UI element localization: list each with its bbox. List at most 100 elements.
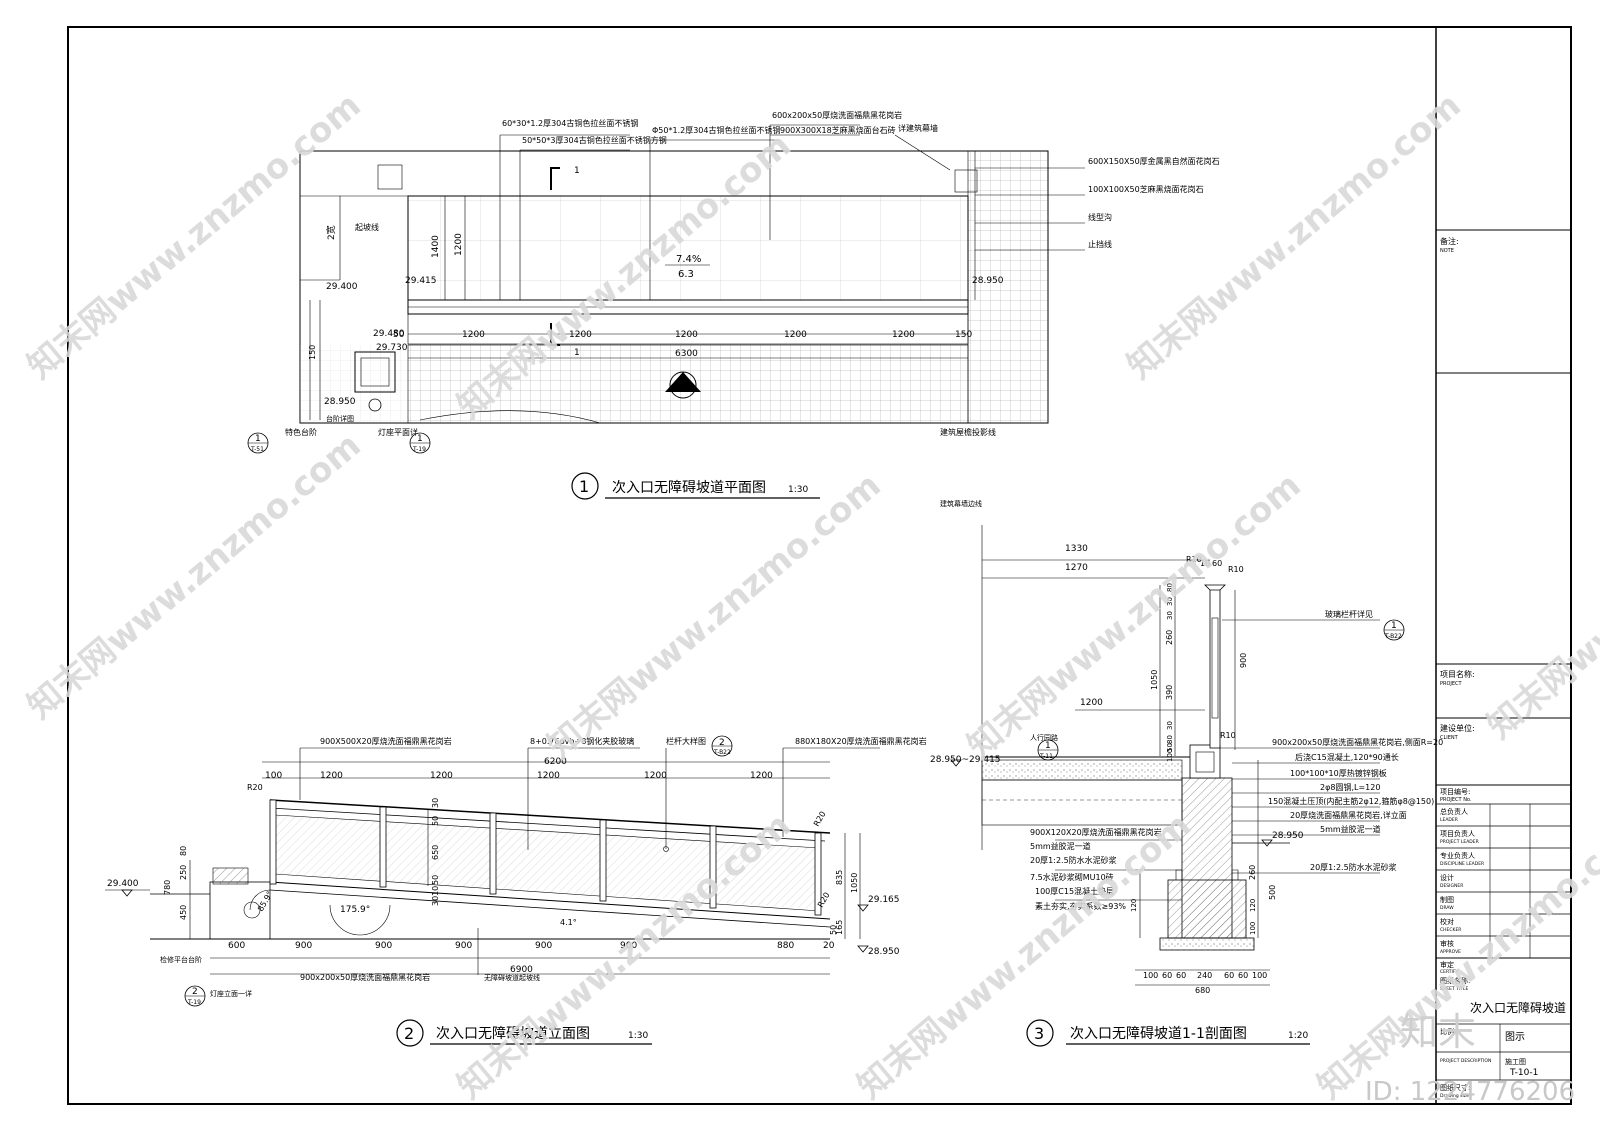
plan-callout-1: 50*50*3厚304古铜色拉丝面不锈钢方钢 xyxy=(522,135,667,145)
plan-text: 60*30*1.2厚304古铜色拉丝面不锈钢 50*50*3厚304古铜色拉丝面… xyxy=(285,110,1220,437)
elev-bottom-dim-4: 900 xyxy=(535,941,552,951)
section-vdim-6: 80 xyxy=(1166,735,1174,744)
plan-elev-0: 29.400 xyxy=(326,282,358,292)
plan-dim-1: 1200 xyxy=(569,330,592,340)
watermark-9: 知末网www.znzmo.com xyxy=(1480,445,1600,747)
tb-scale-label: 比例: xyxy=(1440,1027,1456,1036)
elev-total-bottom: 6900 xyxy=(510,965,533,975)
tb-size-label: 图纸尺寸: xyxy=(1440,1083,1470,1092)
section-callout-3: 100*100*10厚热镀锌钢板 xyxy=(1290,768,1387,778)
tb-drawing-no: T-10-1 xyxy=(1509,1068,1538,1078)
title-block-text: 备注: NOTE 项目名称: PROJECT 建设单位: CLIENT 项目编号… xyxy=(1440,236,1566,1099)
plan-ref-0-num: 1 xyxy=(255,434,261,444)
section-ref-sheet: T-B22 xyxy=(1384,633,1402,640)
tb-number-label: 项目编号: xyxy=(1440,787,1470,796)
elev-rail-ref-sheet: T-B22 xyxy=(713,749,731,756)
plan-view xyxy=(299,124,1085,424)
plan-title: 1 次入口无障碍坡道平面图 1:30 xyxy=(571,472,820,500)
plan-dim-10: 2宽 xyxy=(325,225,337,240)
elev-top-dim-4: 1200 xyxy=(644,771,667,781)
section-top-dim-4: 1200 xyxy=(1080,698,1103,708)
section-radius-1: R10 xyxy=(1228,565,1244,574)
plan-label-1: 特色台阶 xyxy=(285,427,317,437)
elev-angle-2: 4.1° xyxy=(560,918,577,927)
section-callout-6: 20厚烧洗面福鼎黑花岗岩,详立面 xyxy=(1290,810,1407,820)
tb-note-en: NOTE xyxy=(1440,248,1454,254)
section-bdim-3: 240 xyxy=(1197,971,1212,980)
section-vdim-1: 80 xyxy=(1166,583,1174,592)
plan-cut-bottom: 1 xyxy=(574,348,580,358)
section-elevation: 28.950~29.415 xyxy=(930,755,1001,765)
tb-role-0: 总负责人 xyxy=(1440,807,1468,816)
elev-radius-0: R20 xyxy=(247,783,263,792)
tb-role-1: 项目负责人 xyxy=(1440,829,1475,838)
section-top-dim-3: 60 xyxy=(1212,559,1222,568)
watermark-3: 知末网www.znzmo.com xyxy=(20,425,369,727)
plan-dim-7: 50 xyxy=(393,330,405,340)
section-vdim-2: 30 xyxy=(1166,611,1174,620)
section-left-callout-0: 900X120X20厚烧洗面福鼎黑花岗岩 xyxy=(1030,827,1162,837)
plan-elev-2: 29.480 xyxy=(373,329,405,339)
elev-inner-dim-4: 10 xyxy=(431,886,440,896)
sheet-border xyxy=(67,26,1572,1105)
plan-callout-4: 900X300X18芝麻黑烧面台石砖 xyxy=(780,125,896,135)
elev-label-0: 检修平台台阶 xyxy=(160,955,202,964)
elev-label-2: 无障碍坡道起坡线 xyxy=(484,973,540,982)
plan-title-text: 次入口无障碍坡道平面图 xyxy=(612,480,766,496)
elev-top-dim-0: 100 xyxy=(265,771,282,781)
elev-right-dim-0: 835 xyxy=(835,870,844,885)
section-title: 3 次入口无障碍坡道1-1剖面图 1:20 xyxy=(1026,1019,1310,1047)
watermark-id: ID: 1224776206 xyxy=(1365,1077,1575,1107)
elev-callout-3: 880X180X20厚烧洗面福鼎黑花岗岩 xyxy=(795,736,927,746)
section-radius-0: R10 xyxy=(1186,555,1202,564)
elev-angle-1: 175.9° xyxy=(340,905,370,915)
elev-inner-dim-3: 50 xyxy=(431,875,440,885)
elev-bottom-dim-1: 900 xyxy=(295,941,312,951)
elev-top-dim-3: 1200 xyxy=(537,771,560,781)
tb-role-3-en: DESIGNER xyxy=(1440,883,1463,889)
plan-elev-5: 28.950 xyxy=(972,276,1004,286)
tb-role-5: 校对 xyxy=(1440,917,1454,926)
section-vdim-9: 1050 xyxy=(1150,670,1159,690)
section-vdim-5: 30 xyxy=(1166,721,1174,730)
section-bdim-5: 60 xyxy=(1238,971,1248,980)
tb-sheet-title: 次入口无障碍坡道 xyxy=(1470,1000,1566,1015)
section-ped-ref-num: 1 xyxy=(1045,741,1051,751)
tb-role-6: 审核 xyxy=(1440,939,1454,948)
elev-radius-1: R20 xyxy=(812,810,828,828)
elev-total-top: 6200 xyxy=(544,757,567,767)
section-vdim-14: 120 xyxy=(1130,899,1138,912)
elev-label-3: 灯座立面一详 xyxy=(210,989,252,998)
elev-bottom-dim-6: 880 xyxy=(777,941,794,951)
plan-dim-5: 150 xyxy=(955,330,972,340)
tb-note-label: 备注: xyxy=(1440,236,1459,246)
plan-slope: 7.4% xyxy=(676,254,701,265)
elev-callout-0: 900X500X20厚烧洗面福鼎黑花岗岩 xyxy=(320,736,452,746)
watermark-5: 知末网www.znzmo.com xyxy=(960,465,1309,767)
elev-bottom-dim-2: 900 xyxy=(375,941,392,951)
tb-scale-value: 图示 xyxy=(1505,1031,1525,1043)
elevation-title-text: 次入口无障碍坡道立面图 xyxy=(436,1026,590,1042)
plan-label-0: 起坡线 xyxy=(355,222,379,232)
section-title-text: 次入口无障碍坡道1-1剖面图 xyxy=(1070,1026,1247,1042)
elev-label-1: 900x200x50厚烧洗面福鼎黑花岗岩 xyxy=(300,972,430,982)
tb-role-6-en: APPROVE xyxy=(1440,949,1461,955)
elev-right-dim-3: 50 xyxy=(829,925,838,935)
title-block xyxy=(1436,229,1571,1081)
plan-title-scale: 1:30 xyxy=(788,485,808,495)
elev-right-dim-1: 1050 xyxy=(850,873,859,893)
section-vdim-13: 100 xyxy=(1249,922,1257,935)
elev-inner-dim-2: 650 xyxy=(431,845,440,860)
section-callout-4: 2φ8圆钢,L=120 xyxy=(1320,782,1380,792)
tb-role-3: 设计 xyxy=(1440,873,1454,882)
section-bdim-total: 680 xyxy=(1195,986,1210,995)
elevation-text: 900X500X20厚烧洗面福鼎黑花岗岩 8+0.76pvb+8钢化夹胶玻璃 栏… xyxy=(107,736,927,998)
plan-dim-4: 1200 xyxy=(892,330,915,340)
section-left-callout-4: 100厚C15混凝土垫层 xyxy=(1035,886,1114,896)
elev-callout-2: 栏杆大样图 xyxy=(666,736,706,746)
tb-role-7-visible: 审定 xyxy=(1440,960,1454,969)
elev-rail-ref-num: 2 xyxy=(719,738,725,748)
elevation-title-num: 2 xyxy=(404,1024,414,1043)
section-left-callout-1: 5mm益胶泥一道 xyxy=(1030,841,1091,851)
